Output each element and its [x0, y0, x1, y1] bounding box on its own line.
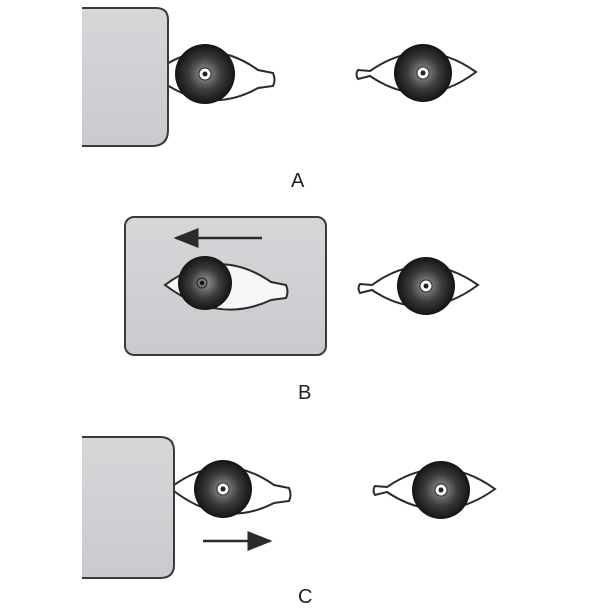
occluder-a	[82, 7, 169, 147]
panel-label-a: A	[291, 170, 305, 192]
panel-c	[82, 436, 497, 579]
panel-b	[124, 216, 480, 356]
eye-left	[355, 44, 478, 102]
panel-a	[82, 7, 478, 147]
occluder-c	[82, 436, 175, 579]
eye-right-covered	[150, 44, 276, 104]
eye-right-under-cover	[163, 256, 289, 311]
panel-label-c: C	[298, 586, 313, 608]
eye-left	[357, 257, 480, 315]
eye-right-uncovered	[168, 460, 292, 518]
eye-left	[372, 461, 497, 519]
panel-label-b: B	[298, 382, 312, 404]
